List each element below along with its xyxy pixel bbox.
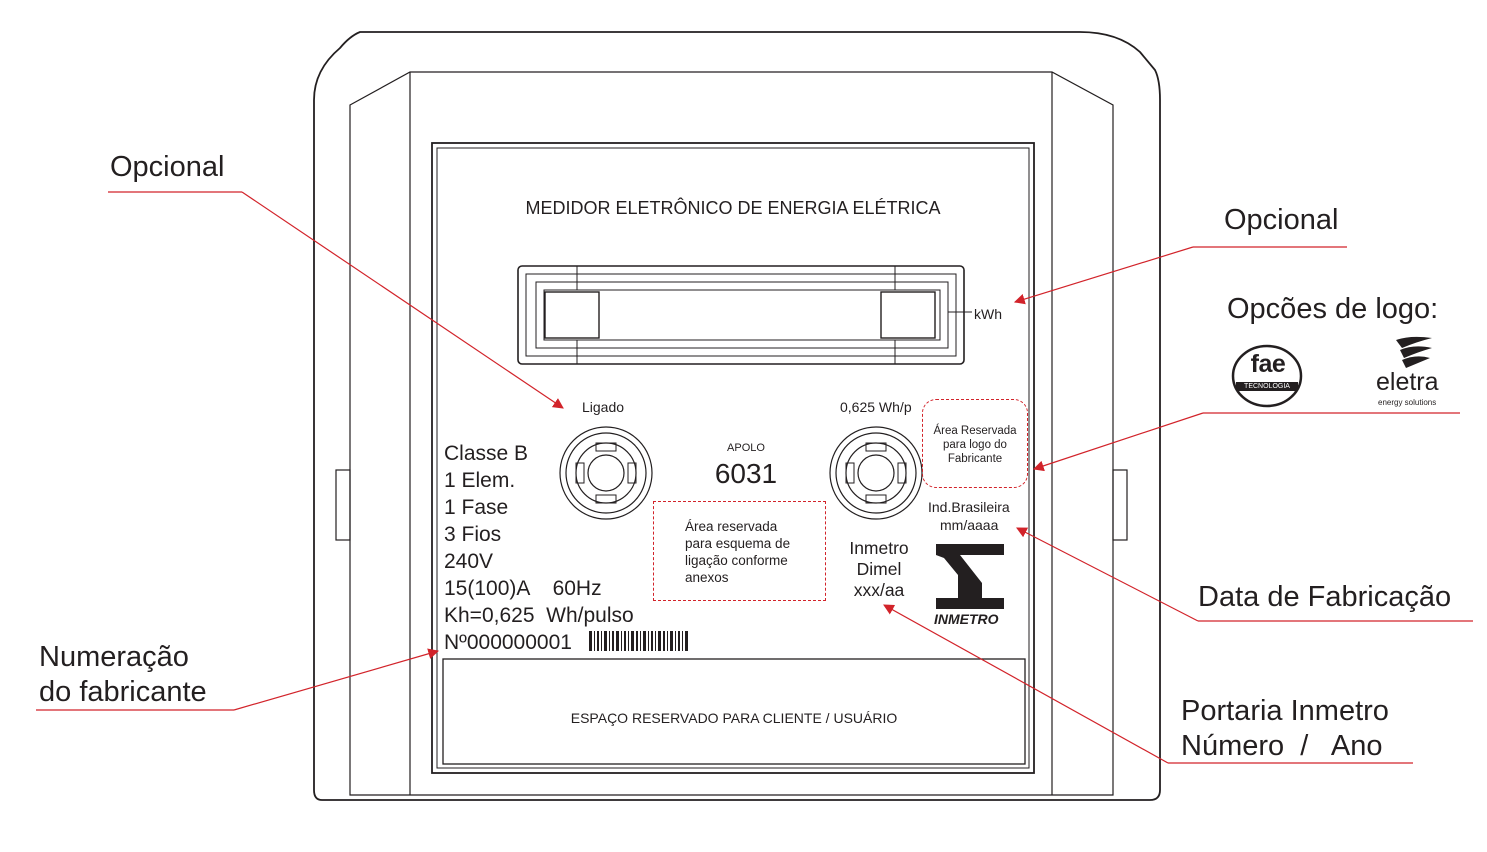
logo-area-line-2: para logo do — [943, 439, 1007, 451]
inmetro-line-1: Inmetro — [849, 538, 909, 558]
inmetro-line-3: xxx/aa — [853, 580, 905, 600]
led-left-label: Ligado — [582, 399, 625, 415]
logo-reserved-area — [922, 399, 1028, 488]
barcode — [589, 631, 688, 651]
fabrication-date-format: mm/aaaa — [940, 517, 999, 533]
model-label: APOLO — [727, 442, 765, 454]
inmetro-logo-text: INMETRO — [934, 611, 999, 627]
leader-logo-area — [1032, 412, 1204, 472]
schematic-line-4: anexos — [685, 570, 729, 585]
spec-voltage: 240V — [444, 550, 494, 573]
customer-area-text: ESPAÇO RESERVADO PARA CLIENTE / USUÁRIO — [570, 710, 898, 726]
side-clip-left — [335, 469, 351, 541]
logo-area-line-1: Área Reservada — [933, 425, 1017, 437]
spec-fase: 1 Fase — [444, 496, 509, 519]
eletra-logo-subtext: energy solutions — [1378, 398, 1437, 407]
callout-portaria-line-1: Portaria Inmetro — [1181, 695, 1389, 727]
model-number: 6031 — [714, 458, 778, 489]
callout-portaria-line-2: Número / Ano — [1181, 730, 1383, 762]
lcd-clip-right — [880, 291, 936, 339]
display-unit: kWh — [974, 306, 1002, 322]
leader-opcional-left — [241, 191, 564, 409]
customer-area-box — [442, 658, 1026, 765]
spec-list: Classe B 1 Elem. 1 Fase 3 Fios 240V 15(1… — [444, 440, 634, 656]
leader-opcional-right — [1013, 246, 1194, 305]
callout-opcional-right: Opcional — [1224, 204, 1339, 236]
lcd-frame-outer — [517, 265, 965, 365]
eletra-logo-mark — [1396, 336, 1432, 368]
led-right-label: 0,625 Wh/p — [840, 399, 912, 415]
inmetro-text: Inmetro Dimel xxx/aa — [836, 538, 922, 601]
fae-logo — [1231, 344, 1303, 408]
spec-current-frequency: 15(100)A 60Hz — [444, 577, 602, 600]
nameplate-outer — [431, 142, 1035, 774]
lcd-window — [543, 289, 941, 341]
eletra-logo-text: eletra — [1376, 368, 1439, 396]
callout-opcional-left: Opcional — [110, 151, 225, 183]
side-clip-right — [1112, 469, 1128, 541]
leader-numeracao — [233, 648, 440, 711]
inmetro-line-2: Dimel — [856, 559, 902, 579]
schematic-reserved-area — [653, 501, 826, 601]
leader-portaria — [883, 604, 1169, 764]
fae-logo-subtext: TECNOLOGIA — [1244, 383, 1290, 390]
serial-number: Nº000000001 — [444, 631, 572, 654]
logo-area-text: Área Reservada para logo do Fabricante — [922, 424, 1028, 466]
schematic-line-1: Área reservada — [685, 519, 778, 534]
callout-data-fabricacao: Data de Fabricação — [1198, 581, 1452, 613]
meter-housing — [313, 31, 1161, 801]
logo-area-line-3: Fabricante — [947, 453, 1003, 465]
led-right — [829, 426, 923, 520]
spec-kh: Kh=0,625 Wh/pulso — [444, 604, 634, 627]
lcd-frame-inner — [535, 281, 949, 349]
schematic-area-text: Área reservada para esquema de ligação c… — [685, 518, 790, 586]
spec-fios: 3 Fios — [444, 523, 502, 546]
callout-numeracao-line-1: Numeração — [39, 641, 189, 673]
origin-text: Ind.Brasileira — [928, 499, 1010, 515]
led-left — [559, 426, 653, 520]
callout-logo-options: Opcões de logo: — [1227, 293, 1439, 325]
leader-data-fabricacao — [1016, 527, 1199, 622]
spec-elem: 1 Elem. — [444, 469, 516, 492]
fae-logo-text: fae — [1250, 350, 1286, 378]
meter-title: MEDIDOR ELETRÔNICO DE ENERGIA ELÉTRICA — [525, 198, 941, 218]
lcd-frame-mid — [525, 273, 957, 357]
nameplate-inner — [436, 147, 1030, 769]
callout-numeracao: Numeração do fabricante — [39, 640, 207, 710]
spec-classe: Classe B — [444, 442, 529, 465]
callout-numeracao-line-2: do fabricante — [39, 676, 207, 708]
callout-portaria: Portaria Inmetro Número / Ano — [1181, 694, 1389, 764]
schematic-line-3: ligação conforme — [685, 553, 788, 568]
lcd-clip-left — [544, 291, 600, 339]
inmetro-logo-mark — [936, 544, 1004, 609]
schematic-line-2: para esquema de — [685, 536, 791, 551]
